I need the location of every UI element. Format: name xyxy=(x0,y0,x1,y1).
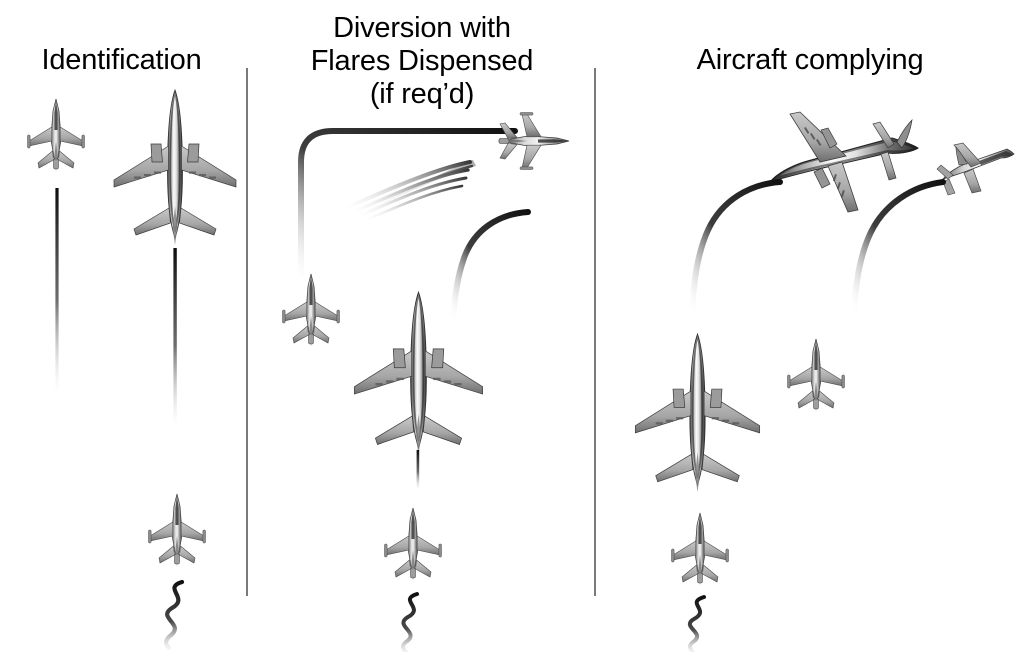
fighter-top-upper xyxy=(25,97,87,177)
fighter-top-lower-identification xyxy=(146,492,208,572)
fighter-curve-path xyxy=(830,176,950,321)
fighter-top-right-complying xyxy=(785,337,847,417)
panel-title-identification: Identification xyxy=(41,44,202,76)
fighter-turn-path xyxy=(293,124,533,294)
airliner-curve-path xyxy=(672,176,787,321)
panel-title-diversion: Diversion with Flares Dispensed (if req’… xyxy=(310,12,534,110)
fighter-top-lower-diversion xyxy=(382,506,444,586)
fighter-top-left-diversion xyxy=(280,272,342,352)
fighter-trail-vertical xyxy=(52,188,62,393)
airliner-trail-center xyxy=(414,450,422,490)
airliner-trail-vertical xyxy=(170,248,180,426)
panel-title-complying: Aircraft complying xyxy=(696,44,924,76)
airliner-top-lower-complying xyxy=(620,332,775,493)
squiggle-trail-diversion xyxy=(389,592,439,652)
squiggle-trail-complying xyxy=(676,595,726,652)
airliner-top-upper xyxy=(112,88,238,246)
panel-divider-left xyxy=(246,68,248,596)
airliner-turn-path xyxy=(436,204,536,329)
fighter-banking xyxy=(936,139,1015,201)
airliner-banking xyxy=(742,104,922,239)
squiggle-trail-identification xyxy=(152,579,202,651)
panel-divider-right xyxy=(594,68,596,596)
airliner-top-center xyxy=(352,290,485,456)
flare-burst xyxy=(330,150,480,230)
fighter-top-lower-complying xyxy=(669,511,731,591)
fighter-right-facing xyxy=(491,110,571,172)
